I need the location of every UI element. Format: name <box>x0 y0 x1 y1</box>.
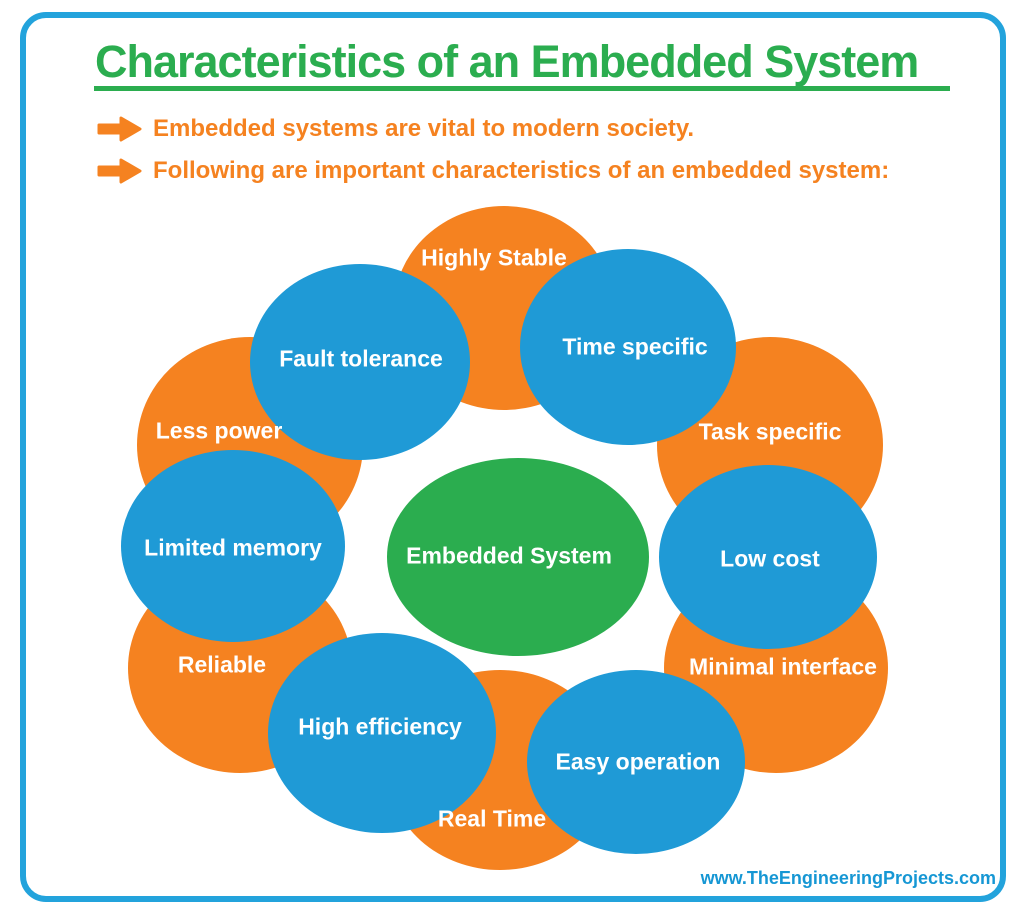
node-label-highly-stable: Highly Stable <box>421 244 567 271</box>
node-label-minimal-interface: Minimal interface <box>689 653 877 680</box>
page-border-frame <box>20 12 1006 902</box>
circle-high-efficiency <box>268 633 496 833</box>
node-label-limited-memory: Limited memory <box>144 534 322 561</box>
node-label-task-specific: Task specific <box>698 418 842 445</box>
node-label-time-specific: Time specific <box>562 333 708 360</box>
circle-embedded-system <box>387 458 649 656</box>
arrow-right-icon <box>97 116 142 142</box>
circle-low-cost <box>659 465 877 649</box>
bullet-row: Embedded systems are vital to modern soc… <box>97 115 694 143</box>
node-label-easy-operation: Easy operation <box>555 748 721 775</box>
arrow-right-icon <box>97 158 142 184</box>
bullet-row: Following are important characteristics … <box>97 157 889 185</box>
circle-time-specific <box>520 249 736 445</box>
bullet-text: Following are important characteristics … <box>153 157 890 184</box>
node-label-embedded-system: Embedded System <box>406 542 612 569</box>
node-label-less-power: Less power <box>155 417 283 444</box>
bullet-text: Embedded systems are vital to modern soc… <box>153 115 695 142</box>
title-underline <box>94 86 950 91</box>
website-link[interactable]: www.TheEngineeringProjects.com <box>700 868 996 888</box>
node-label-reliable: Reliable <box>177 651 267 678</box>
node-label-fault-tolerance: Fault tolerance <box>279 345 443 372</box>
page-title: Characteristics of an Embedded System <box>95 36 919 87</box>
node-label-high-efficiency: High efficiency <box>298 713 462 740</box>
circle-limited-memory <box>121 450 345 642</box>
node-label-low-cost: Low cost <box>720 545 820 572</box>
node-label-real-time: Real Time <box>437 805 547 832</box>
circle-fault-tolerance <box>250 264 470 460</box>
circle-easy-operation <box>527 670 745 854</box>
